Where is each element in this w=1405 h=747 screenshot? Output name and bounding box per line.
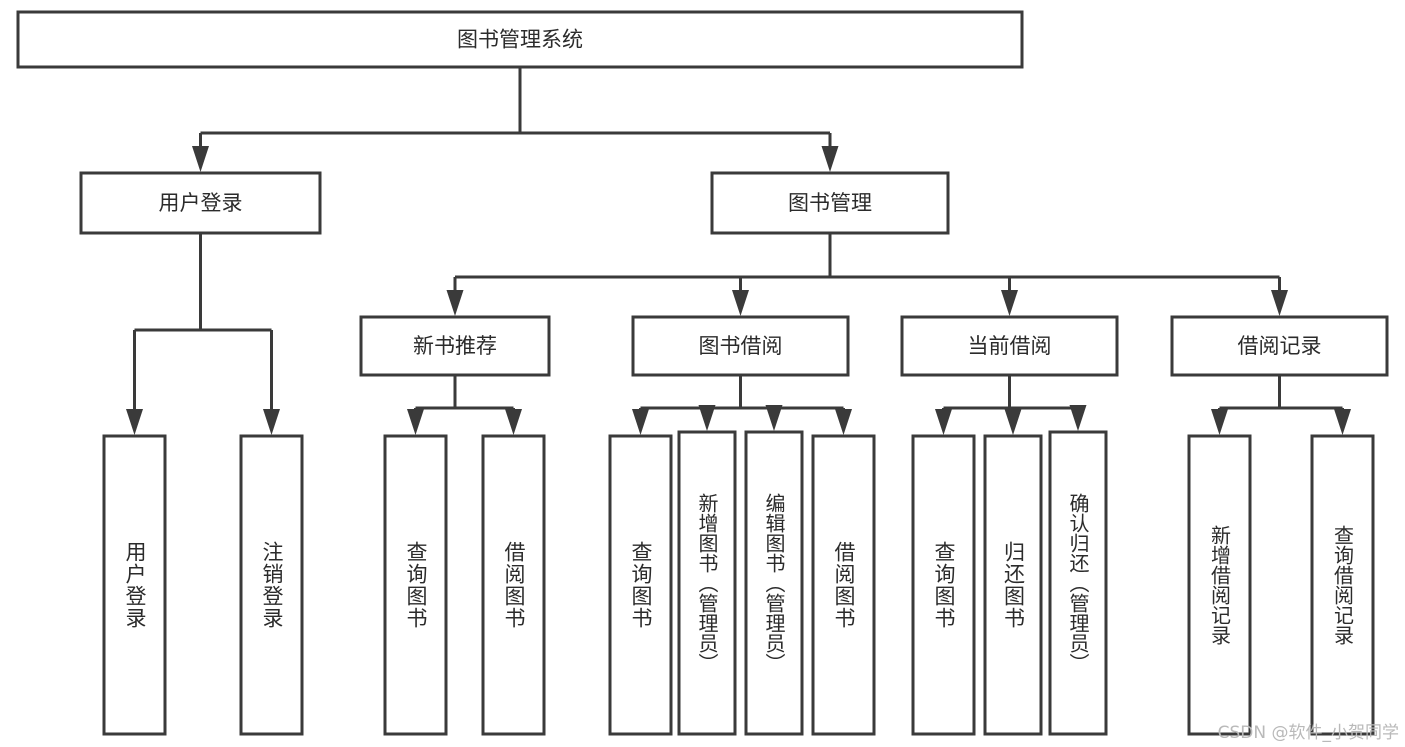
edge-arrowhead-icon bbox=[263, 409, 280, 435]
node-current[interactable]: 当前借阅 bbox=[900, 315, 1119, 377]
node-box bbox=[710, 171, 950, 235]
edge-arrowhead-icon bbox=[1004, 409, 1022, 435]
node-box bbox=[631, 315, 850, 377]
edge-arrowhead-icon bbox=[765, 405, 783, 431]
node-box bbox=[16, 10, 1024, 69]
node-root[interactable]: 图书管理系统 bbox=[16, 10, 1024, 69]
edge-arrowhead-icon bbox=[821, 146, 839, 172]
edge-arrowhead-icon bbox=[935, 409, 952, 435]
node-label: 借阅记录 bbox=[1238, 334, 1322, 358]
node-l-userlogin[interactable] bbox=[102, 434, 167, 736]
node-l-qrec[interactable] bbox=[1310, 434, 1375, 736]
edges-layer bbox=[126, 67, 1351, 435]
edge-arrowhead-icon bbox=[126, 409, 143, 435]
node-records[interactable]: 借阅记录 bbox=[1170, 315, 1389, 377]
node-l-bbook2[interactable] bbox=[811, 434, 876, 736]
node-label: 新书推荐 bbox=[413, 334, 497, 358]
node-box bbox=[102, 434, 167, 736]
node-l-addrec[interactable] bbox=[1187, 434, 1252, 736]
node-label: 图书管理 bbox=[788, 191, 872, 215]
node-l-qbook1[interactable] bbox=[383, 434, 448, 736]
node-login[interactable]: 用户登录 bbox=[79, 171, 322, 235]
edge-arrowhead-icon bbox=[632, 409, 649, 435]
node-label: 图书借阅 bbox=[699, 334, 783, 358]
node-box bbox=[239, 434, 304, 736]
node-l-retbook[interactable] bbox=[983, 434, 1043, 736]
node-box bbox=[1048, 430, 1108, 736]
edge-arrowhead-icon bbox=[192, 146, 209, 172]
node-box bbox=[1170, 315, 1389, 377]
node-box bbox=[900, 315, 1119, 377]
node-l-bbook1[interactable] bbox=[481, 434, 546, 736]
node-label: 图书管理系统 bbox=[457, 28, 583, 52]
node-box bbox=[383, 434, 448, 736]
node-label: 当前借阅 bbox=[968, 334, 1052, 358]
node-box bbox=[983, 434, 1043, 736]
node-box bbox=[744, 430, 804, 736]
node-l-editbook[interactable] bbox=[744, 430, 804, 736]
node-newbook[interactable]: 新书推荐 bbox=[359, 315, 551, 377]
edge-arrowhead-icon bbox=[446, 290, 464, 316]
edge-arrowhead-icon bbox=[732, 290, 749, 316]
watermark-text: CSDN @软件_小贺同学 bbox=[1217, 723, 1399, 743]
node-box bbox=[811, 434, 876, 736]
node-l-qbook3[interactable] bbox=[911, 434, 976, 736]
node-l-qbook2[interactable] bbox=[608, 434, 673, 736]
node-label: 用户登录 bbox=[159, 191, 243, 215]
node-box bbox=[911, 434, 976, 736]
node-box bbox=[359, 315, 551, 377]
node-box bbox=[79, 171, 322, 235]
edge-arrowhead-icon bbox=[1334, 409, 1351, 435]
node-l-logout[interactable] bbox=[239, 434, 304, 736]
node-l-addbook[interactable] bbox=[677, 430, 737, 736]
edge-arrowhead-icon bbox=[1069, 405, 1087, 431]
edge-arrowhead-icon bbox=[1211, 409, 1228, 435]
edge-arrowhead-icon bbox=[698, 405, 716, 431]
edge-arrowhead-icon bbox=[407, 409, 424, 435]
node-borrow[interactable]: 图书借阅 bbox=[631, 315, 850, 377]
node-box bbox=[481, 434, 546, 736]
edge-arrowhead-icon bbox=[1271, 290, 1288, 316]
node-box bbox=[677, 430, 737, 736]
node-box bbox=[1187, 434, 1252, 736]
edge-arrowhead-icon bbox=[1001, 290, 1018, 316]
edge-arrowhead-icon bbox=[505, 409, 522, 435]
edge-arrowhead-icon bbox=[835, 409, 852, 435]
node-l-confret[interactable] bbox=[1048, 430, 1108, 736]
node-box bbox=[608, 434, 673, 736]
node-box bbox=[1310, 434, 1375, 736]
node-bookmgmt[interactable]: 图书管理 bbox=[710, 171, 950, 235]
